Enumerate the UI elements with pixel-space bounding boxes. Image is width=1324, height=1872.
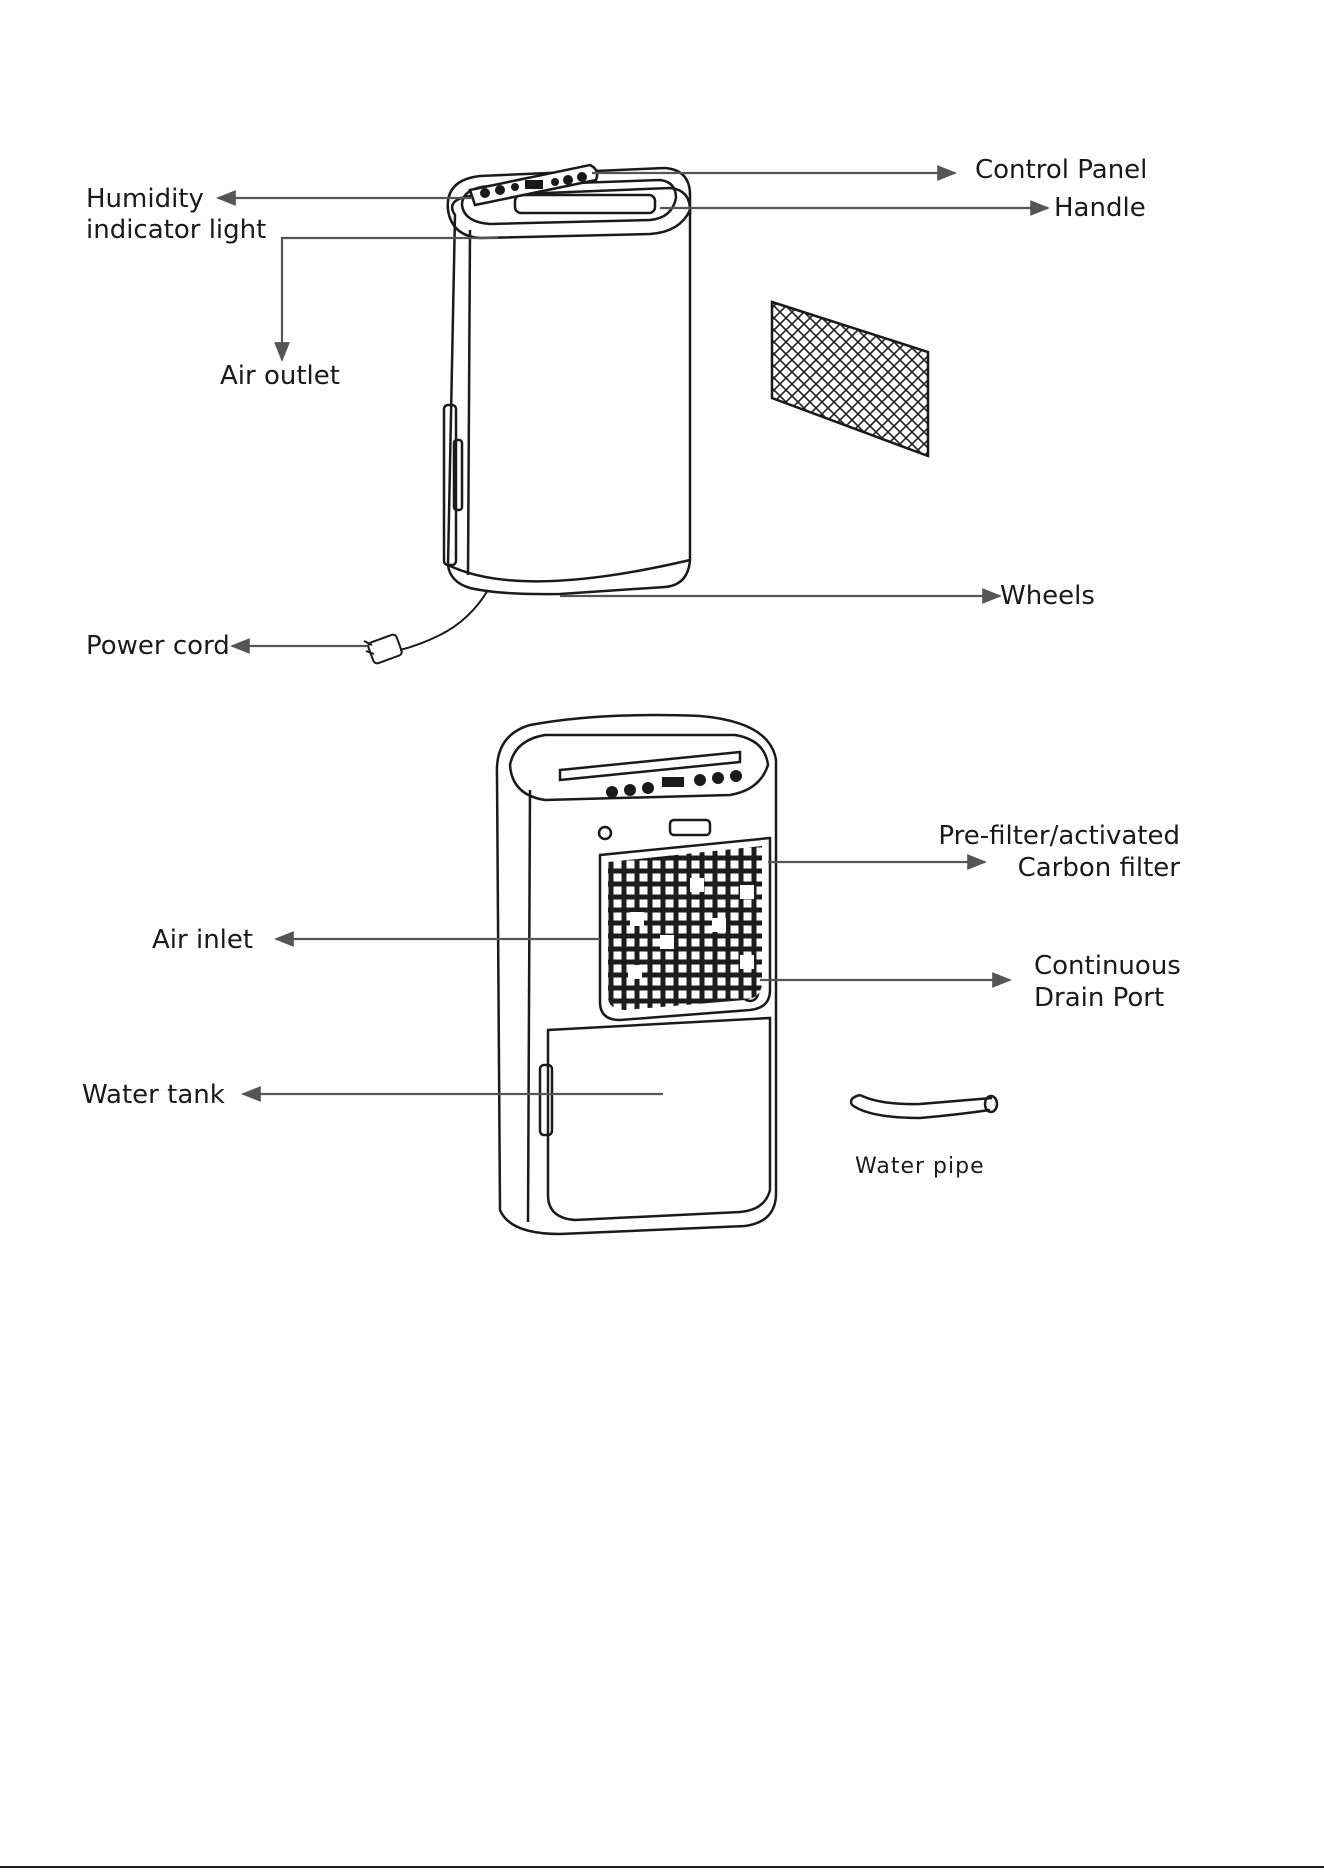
label-water-tank: Water tank (82, 1079, 225, 1112)
label-prefilter-line1: Pre-filter/activated (900, 820, 1180, 853)
label-drain-line1: Continuous (1034, 950, 1181, 983)
front-body-side-edge (468, 230, 470, 575)
water-pipe-drawing (851, 1095, 997, 1118)
rear-screw-hole (599, 827, 611, 839)
dehumidifier-front-view (364, 165, 690, 664)
label-water-pipe: Water pipe (855, 1150, 985, 1183)
label-power-cord: Power cord (86, 630, 230, 663)
filter-mesh-panel (772, 302, 928, 456)
label-drain-line2: Drain Port (1034, 982, 1164, 1015)
arrow-air-outlet (282, 238, 498, 360)
label-control-panel: Control Panel (975, 154, 1147, 187)
power-plug (364, 634, 403, 665)
rear-top-tab (670, 820, 710, 835)
label-air-outlet: Air outlet (220, 360, 340, 393)
rear-side-edge (528, 790, 530, 1222)
water-tank-side-grip (540, 1065, 552, 1135)
label-prefilter-line2: Carbon filter (900, 852, 1180, 885)
label-handle: Handle (1054, 192, 1146, 225)
front-body-outline (448, 188, 690, 594)
page-bottom-rule (0, 1866, 1324, 1868)
label-humidity-line1: Humidity (86, 183, 204, 216)
water-tank-outline (548, 1018, 770, 1220)
label-humidity-line2: indicator light (86, 214, 266, 247)
front-body-bottom-curve (448, 560, 690, 581)
rear-top-rim (510, 735, 768, 800)
air-inlet-grille-pattern (608, 846, 762, 1010)
power-cord-cable (400, 590, 488, 650)
label-air-inlet: Air inlet (152, 924, 253, 957)
side-recess-2 (454, 440, 462, 510)
handle-slot (515, 195, 655, 213)
label-wheels: Wheels (1000, 580, 1095, 613)
